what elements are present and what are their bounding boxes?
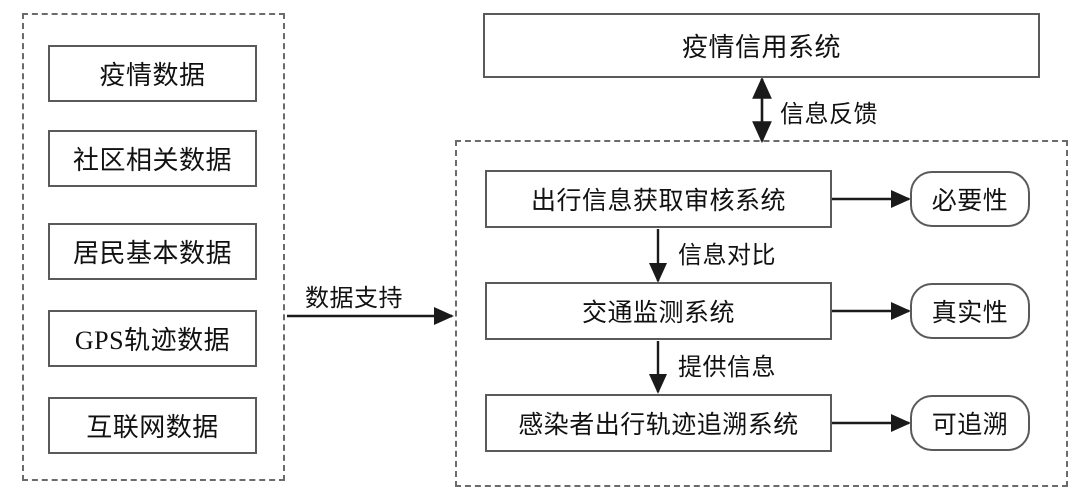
outcome-box-authenticity[interactable]: 真实性: [910, 283, 1030, 339]
data-source-box-community[interactable]: 社区相关数据: [48, 130, 257, 187]
edge-label-data-support: 数据支持: [305, 286, 403, 312]
system-box-travel-info-review[interactable]: 出行信息获取审核系统: [485, 170, 832, 228]
data-source-box-gps[interactable]: GPS轨迹数据: [48, 310, 257, 367]
systems-panel: [455, 140, 1068, 487]
data-source-box-internet[interactable]: 互联网数据: [48, 397, 257, 454]
data-source-box-epidemic[interactable]: 疫情数据: [48, 45, 257, 102]
edge-label-provide-information: 提供信息: [678, 355, 776, 381]
top-system-box-epidemic-credit-system[interactable]: 疫情信用系统: [483, 13, 1040, 78]
system-box-infected-trace[interactable]: 感染者出行轨迹追溯系统: [485, 394, 832, 452]
data-source-box-resident[interactable]: 居民基本数据: [48, 223, 257, 280]
edge-label-information-feedback: 信息反馈: [780, 102, 878, 128]
data-sources-panel: [22, 13, 285, 481]
edge-label-information-comparison: 信息对比: [678, 243, 776, 269]
system-box-traffic-monitoring[interactable]: 交通监测系统: [485, 282, 832, 340]
outcome-box-necessity[interactable]: 必要性: [910, 171, 1030, 227]
outcome-box-traceability[interactable]: 可追溯: [910, 395, 1030, 451]
